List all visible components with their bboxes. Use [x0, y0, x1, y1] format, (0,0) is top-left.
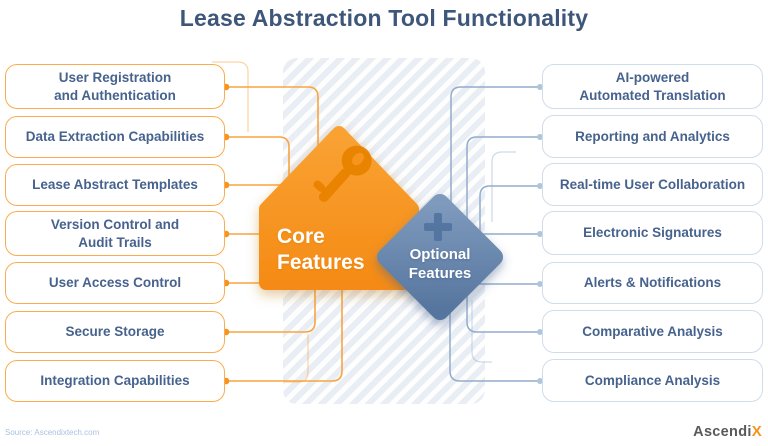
plus-icon [424, 213, 452, 241]
optional-wires [449, 86, 541, 382]
core-item-secure-storage: Secure Storage [5, 311, 225, 353]
optional-features-label: Optional Features [408, 246, 472, 282]
key-icon [313, 145, 372, 202]
optional-item-collaboration: Real-time User Collaboration [542, 163, 763, 206]
core-item-integration: Integration Capabilities [5, 360, 225, 402]
core-item-user-access: User Access Control [5, 262, 225, 304]
optional-item-alerts: Alerts & Notifications [542, 262, 763, 304]
brand-logo: AscendiX [693, 423, 762, 440]
core-features-shape [259, 126, 419, 290]
brand-logo-main: Ascendi [693, 424, 752, 440]
optional-item-reporting: Reporting and Analytics [542, 115, 763, 158]
core-wires [225, 86, 343, 382]
circuit-decor [212, 61, 516, 383]
core-features-label: Core Features [277, 225, 365, 275]
optional-item-compliance: Compliance Analysis [542, 359, 763, 402]
optional-wire-dots [537, 84, 543, 384]
optional-features-shape [377, 194, 503, 320]
brand-logo-x: X [751, 423, 762, 440]
core-item-version-control: Version Control and Audit Trails [5, 211, 225, 256]
core-item-data-extraction: Data Extraction Capabilities [5, 116, 225, 158]
core-item-lease-templates: Lease Abstract Templates [5, 164, 225, 206]
source-attribution: Source: Ascendixtech.com [5, 428, 100, 437]
optional-item-ai-translation: AI-powered Automated Translation [542, 64, 763, 109]
core-item-user-registration: User Registration and Authentication [5, 64, 225, 109]
optional-item-signatures: Electronic Signatures [542, 211, 763, 255]
page-title: Lease Abstraction Tool Functionality [179, 5, 589, 31]
optional-item-comparative: Comparative Analysis [542, 310, 763, 353]
